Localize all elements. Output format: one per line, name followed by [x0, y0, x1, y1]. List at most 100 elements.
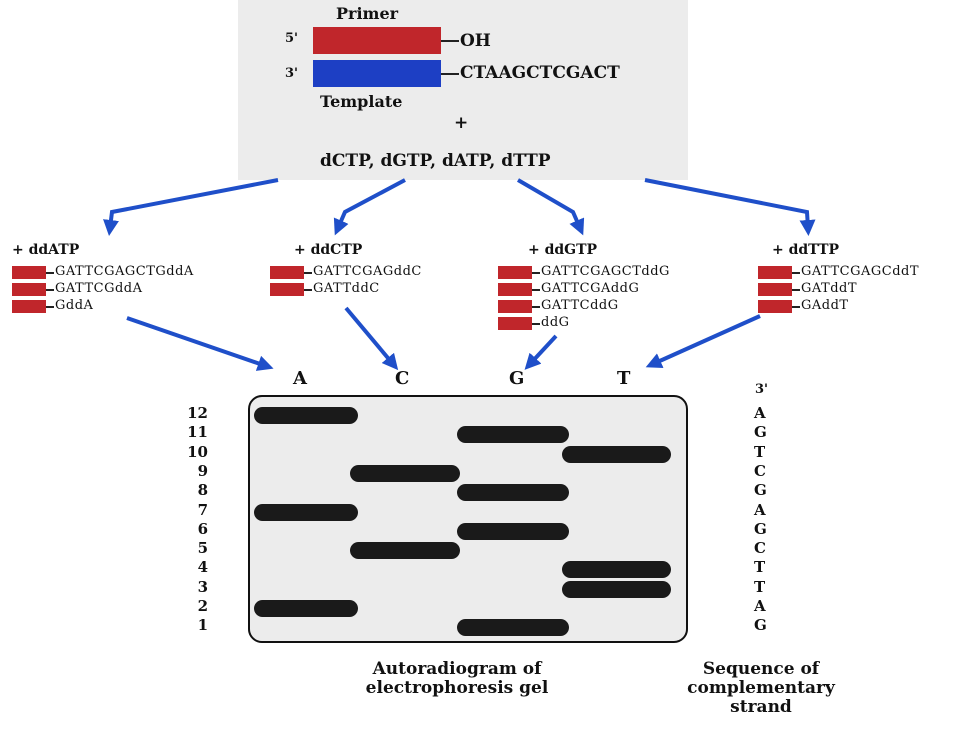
- row-number: 10: [187, 442, 208, 461]
- gel-band-t-3: [562, 580, 671, 598]
- primer-segment: [758, 283, 792, 296]
- sequence-letter: T: [754, 442, 766, 461]
- row-number: 8: [197, 481, 208, 500]
- arrow-to-lane-c: [344, 306, 399, 371]
- template-bar: [313, 60, 441, 87]
- reaction-label-ddgtp: + ddGTP: [528, 242, 598, 258]
- primer-segment: [12, 283, 46, 296]
- dntp-list: dCTP, dGTP, dATP, dTTP: [320, 151, 551, 171]
- sequence-letter: G: [754, 519, 767, 538]
- fragment-link-line: [46, 289, 54, 291]
- arrow-to-ddctp: [333, 178, 406, 236]
- gel-band-t-4: [562, 561, 671, 579]
- reaction-label-ddttp: + ddTTP: [772, 242, 840, 258]
- sequence-letter: C: [754, 461, 766, 480]
- primer-segment: [270, 266, 304, 279]
- fragment-link-line: [532, 323, 540, 325]
- fragment-sequence: GATTCGAddG: [541, 281, 640, 296]
- lane-label-c: C: [395, 368, 410, 389]
- gel-caption-line-1: Autoradiogram of: [372, 659, 542, 679]
- primer-segment: [758, 300, 792, 313]
- lane-label-g: G: [509, 368, 525, 389]
- gel-band-t-10: [562, 445, 671, 463]
- primer-bar: [313, 27, 441, 54]
- electrophoresis-gel: [248, 395, 688, 643]
- primer-segment: [498, 283, 532, 296]
- sequence-letter: G: [754, 481, 767, 500]
- gel-band-c-5: [350, 542, 460, 560]
- fragment-sequence: GATTCGAGCTddG: [541, 264, 670, 279]
- fragment-sequence: GATTCGAGCTGddA: [55, 264, 194, 279]
- primer-label: Primer: [336, 4, 399, 23]
- arrow-to-lane-g: [524, 334, 558, 370]
- gel-band-a-12: [254, 407, 358, 424]
- primer-link-line: [441, 40, 459, 42]
- fragment-link-line: [304, 272, 312, 274]
- sequence-letter: A: [754, 404, 766, 422]
- sequence-header: 3': [755, 382, 769, 397]
- row-number: 7: [197, 500, 208, 519]
- row-number: 9: [197, 461, 208, 480]
- arrow-to-ddttp: [644, 178, 816, 236]
- three-prime-label: 3': [285, 66, 299, 81]
- row-number: 11: [187, 423, 208, 442]
- fragment-link-line: [792, 272, 800, 274]
- gel-band-g-8: [457, 484, 569, 502]
- fragment-link-line: [304, 289, 312, 291]
- arrow-to-ddgtp: [516, 178, 585, 236]
- arrow-to-lane-a: [126, 316, 274, 371]
- template-sequence: CTAAGCTCGACT: [460, 63, 620, 83]
- row-number: 2: [197, 597, 208, 615]
- fragment-sequence: GATTCGAGCddT: [801, 264, 920, 279]
- gel-band-c-9: [350, 464, 460, 482]
- primer-segment: [12, 266, 46, 279]
- gel-caption-line-2: electrophoresis gel: [365, 678, 549, 698]
- sequence-letter: T: [754, 577, 766, 596]
- sequence-letter: A: [754, 597, 766, 615]
- fragment-sequence: GddA: [55, 298, 94, 313]
- sequence-caption-line-1: Sequence of: [702, 659, 820, 679]
- fragment-sequence: GATTddC: [313, 281, 380, 296]
- arrow-to-ddatp: [103, 178, 279, 236]
- reaction-label-ddatp: + ddATP: [12, 242, 80, 258]
- row-number: 12: [187, 404, 208, 422]
- primer-segment: [758, 266, 792, 279]
- gel-caption: Autoradiogram of electrophoresis gel: [352, 660, 562, 698]
- fragment-sequence: GAddT: [801, 298, 849, 313]
- gel-band-g-1: [457, 619, 569, 637]
- arrow-to-lane-t: [645, 314, 761, 369]
- gel-band-a-2: [254, 600, 358, 617]
- fragment-sequence: ddG: [541, 315, 570, 330]
- fragment-link-line: [792, 306, 800, 308]
- sequence-letter: G: [754, 423, 767, 442]
- primer-segment: [270, 283, 304, 296]
- fragment-link-line: [46, 306, 54, 308]
- plus-sign: +: [454, 113, 469, 133]
- template-label: Template: [320, 92, 403, 111]
- primer-segment: [498, 266, 532, 279]
- fragment-sequence: GATTCGddA: [55, 281, 143, 296]
- sequence-letter: C: [754, 539, 766, 558]
- sequence-letter: A: [754, 500, 766, 519]
- oh-label: OH: [460, 31, 491, 51]
- fragment-link-line: [532, 289, 540, 291]
- row-number: 5: [197, 539, 208, 558]
- row-number: 6: [197, 519, 208, 538]
- fragment-sequence: GATTCGAGddC: [313, 264, 422, 279]
- sequence-caption-line-3: strand: [730, 697, 792, 717]
- fragment-link-line: [792, 289, 800, 291]
- sequence-letter: T: [754, 558, 766, 577]
- row-number: 3: [197, 577, 208, 596]
- row-number: 1: [197, 616, 208, 635]
- fragment-link-line: [532, 272, 540, 274]
- primer-segment: [12, 300, 46, 313]
- five-prime-label: 5': [285, 31, 299, 46]
- fragment-sequence: GATTCddG: [541, 298, 619, 313]
- row-number: 4: [197, 558, 208, 577]
- template-link-line: [441, 73, 459, 75]
- fragment-link-line: [46, 272, 54, 274]
- primer-segment: [498, 317, 532, 330]
- reaction-label-ddctp: + ddCTP: [294, 242, 363, 258]
- lane-label-t: T: [617, 368, 631, 389]
- sequence-letter: G: [754, 616, 767, 635]
